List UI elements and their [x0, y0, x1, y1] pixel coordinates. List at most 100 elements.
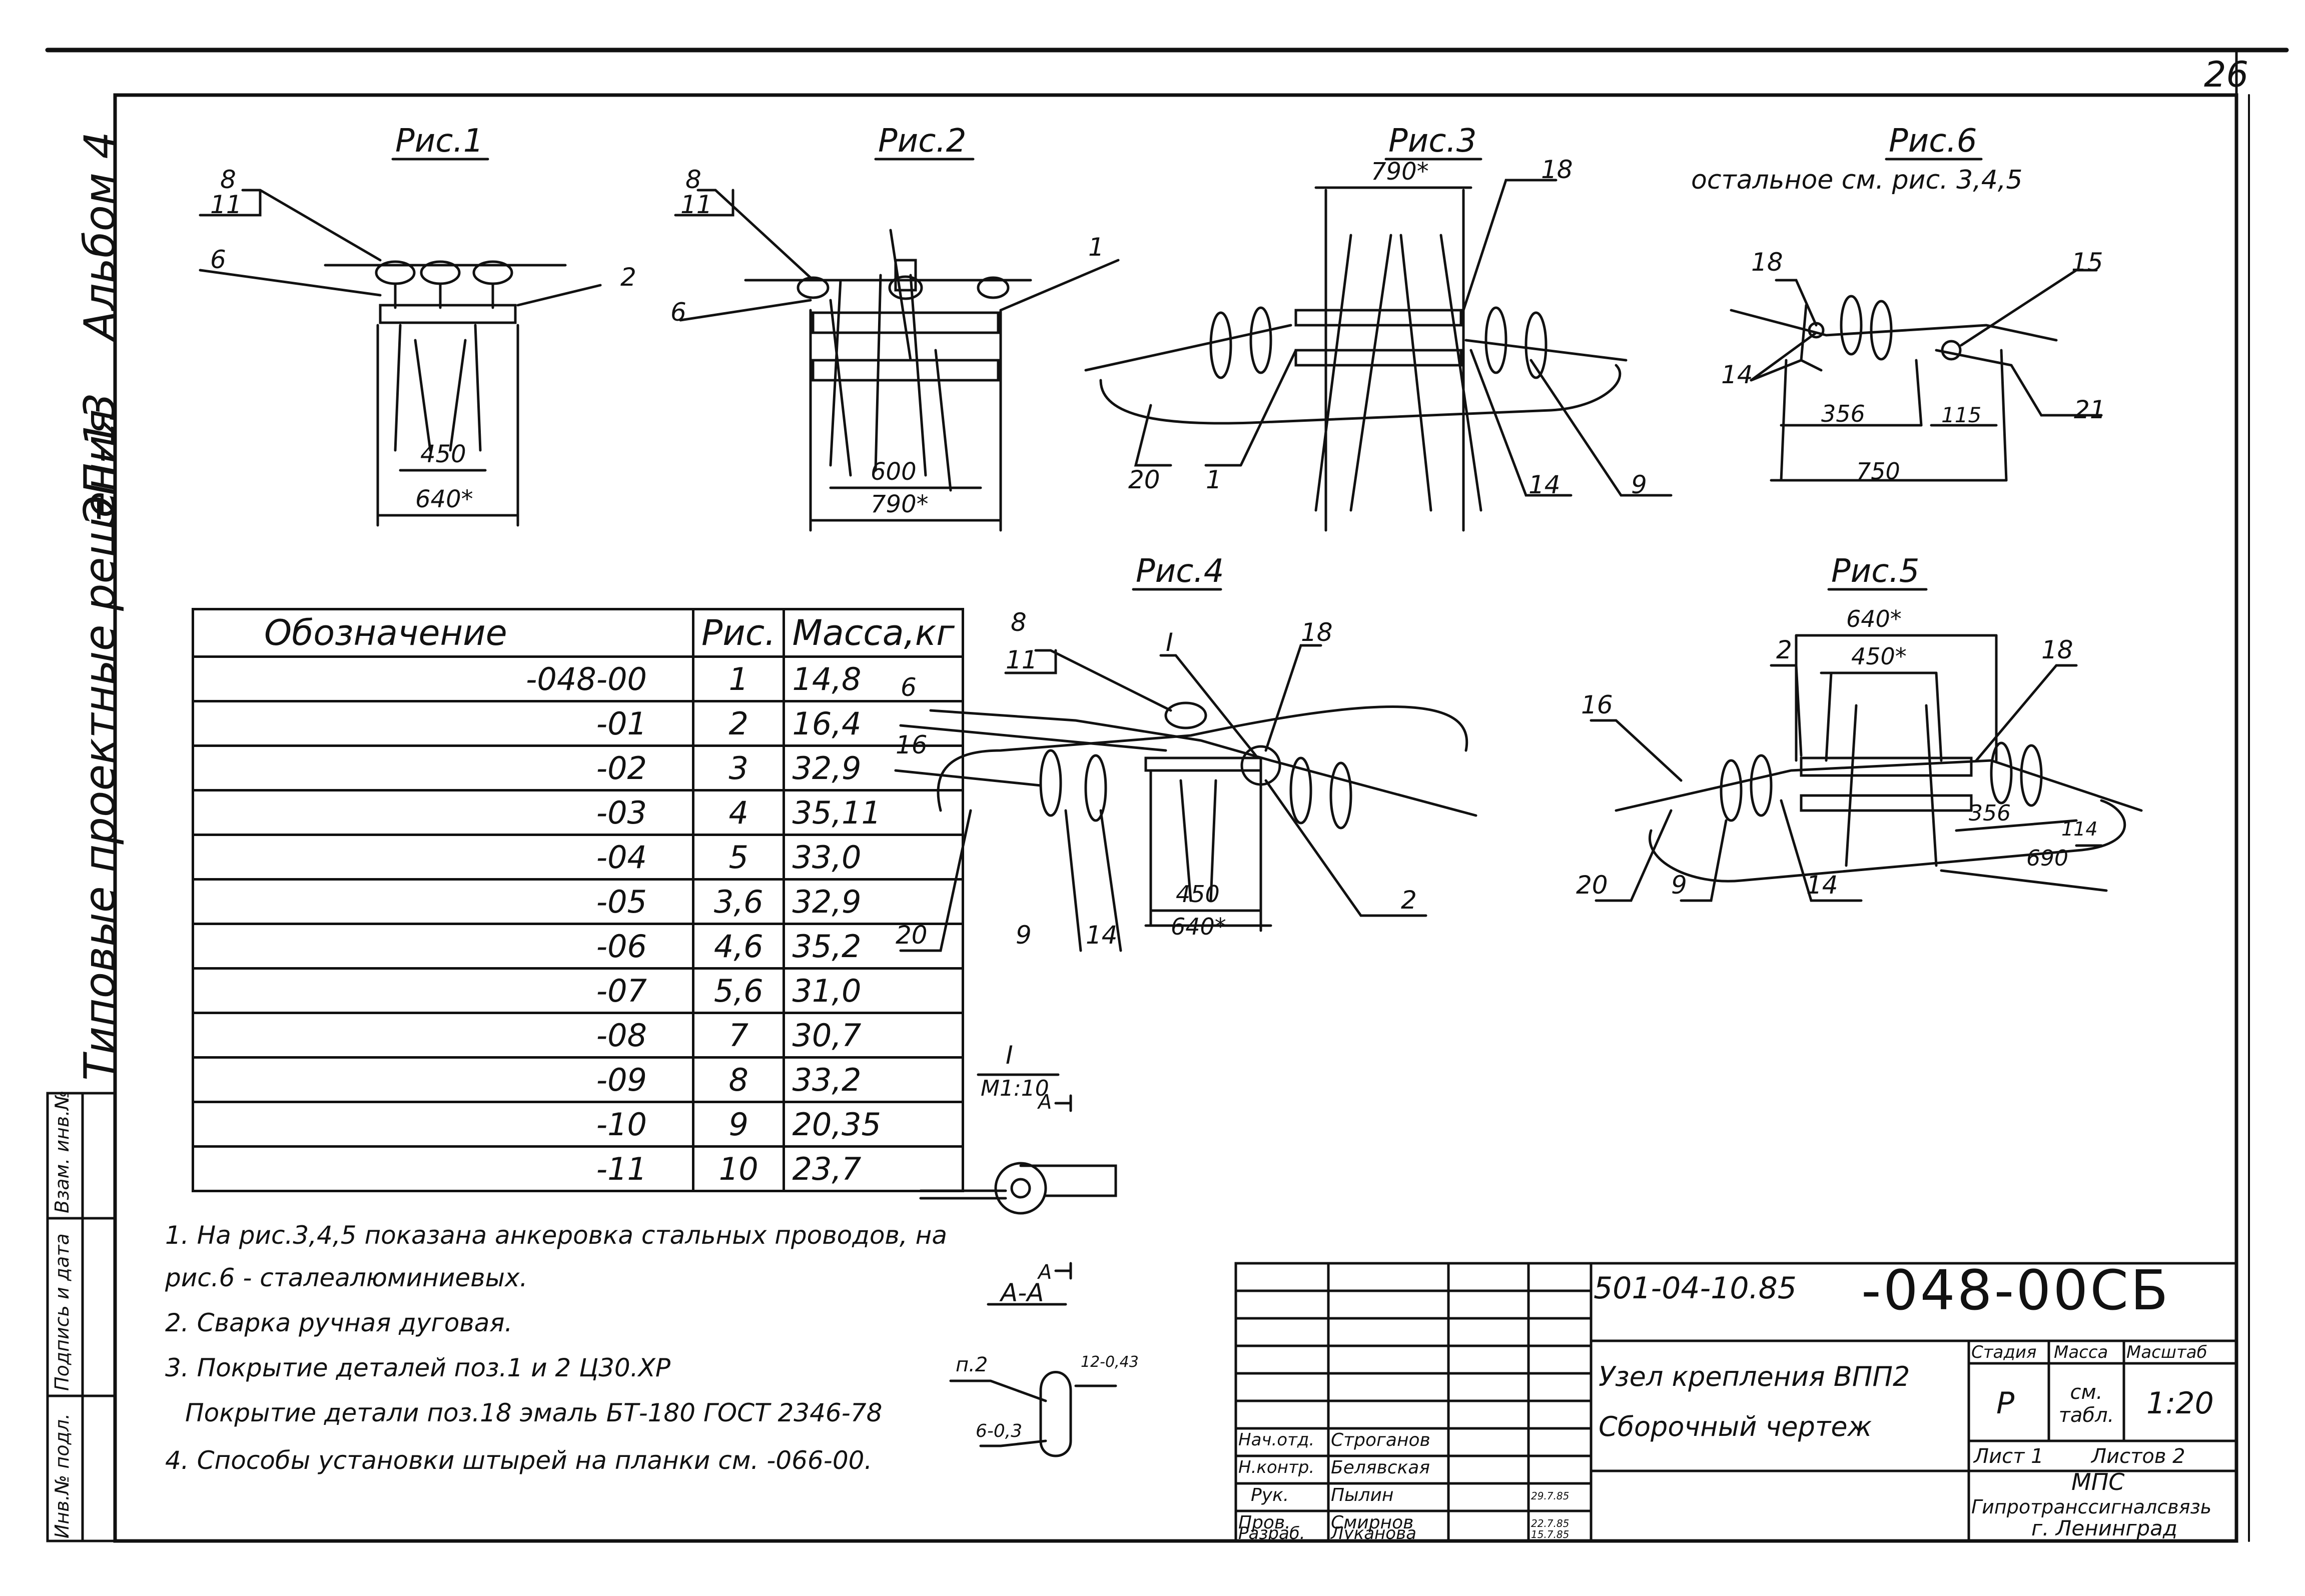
- side-stamp-signature: Подпись и дата: [51, 1233, 73, 1391]
- cell-fig: 7: [691, 1012, 786, 1059]
- cell-mass: 14,8: [783, 655, 964, 702]
- cell-fig: 2: [691, 700, 786, 747]
- fig6-label-18: 18: [1751, 248, 1783, 277]
- fig4-label-14: 14: [1086, 921, 1118, 950]
- fig2-label-8: 8: [685, 165, 701, 194]
- signer-date: 22.7.85: [1531, 1517, 1570, 1529]
- detail-scale: М1:10: [981, 1076, 1049, 1101]
- sheet-number: 26: [2204, 54, 2249, 95]
- cell-designation: -11: [192, 1145, 694, 1192]
- cell-fig: 4: [691, 789, 786, 836]
- fig3-label-9: 9: [1631, 470, 1647, 499]
- fig4-label-8: 8: [1011, 608, 1027, 637]
- scale-header: Масштаб: [2126, 1342, 2207, 1362]
- fig6-dim-356: 356: [1821, 400, 1865, 427]
- cell-designation: -09: [192, 1056, 694, 1103]
- fig5-label-14: 14: [1806, 871, 1838, 900]
- fig4-label-2: 2: [1401, 886, 1417, 915]
- org-city: г. Ленинград: [2031, 1516, 2177, 1540]
- cell-mass: 32,9: [783, 878, 964, 925]
- fig1-drawing: [199, 189, 602, 527]
- title-block-grid: [1234, 1262, 2238, 1542]
- fig2-drawing: [674, 189, 1120, 532]
- stage-header: Стадия: [1971, 1342, 2037, 1362]
- org-name: Гипротранссигналсвязь: [1971, 1496, 2212, 1518]
- cell-designation: -10: [192, 1101, 694, 1148]
- fig3-dim-790: 790*: [1371, 158, 1429, 186]
- fig5-label-16: 16: [1581, 690, 1613, 719]
- detail-label-p2: п.2: [956, 1353, 988, 1376]
- spec-header-row: Обозначение Рис. Масса,кг: [192, 608, 964, 658]
- mass-header: Масса: [2054, 1342, 2108, 1362]
- cell-designation: -08: [192, 1012, 694, 1059]
- fig2-title: Рис.2: [878, 123, 967, 160]
- signer-name: Белявская: [1331, 1457, 1430, 1478]
- fig5-dim-640: 640*: [1846, 605, 1902, 632]
- signer-name: Строганов: [1331, 1430, 1430, 1450]
- side-album: Альбом 4: [75, 131, 125, 340]
- fig4-label-I: I: [1166, 628, 1173, 657]
- fig4-dim-450: 450: [1176, 881, 1220, 908]
- cell-fig: 10: [691, 1145, 786, 1192]
- doc-code: 501-04-10.85: [1594, 1271, 1797, 1306]
- fig2-label-1: 1: [1088, 233, 1104, 262]
- cell-fig: 9: [691, 1101, 786, 1148]
- signer-name: Смирнов: [1331, 1512, 1414, 1533]
- note-4: 4. Способы установки штырей на планки см…: [165, 1446, 873, 1475]
- signer-role: Н.контр.: [1238, 1457, 1315, 1477]
- fig5-drawing: [1590, 634, 2143, 902]
- cell-mass: 35,11: [783, 789, 964, 836]
- detail-title: I: [1006, 1041, 1013, 1070]
- cell-fig: 1: [691, 655, 786, 702]
- cell-mass: 35,2: [783, 923, 964, 970]
- fig5-dim-690: 690: [2026, 846, 2068, 871]
- fig6-label-15: 15: [2071, 248, 2103, 277]
- side-series: ЭП-13: [75, 392, 125, 525]
- cell-designation: -04: [192, 834, 694, 881]
- scale-value: 1:20: [2146, 1386, 2214, 1421]
- detail-label-12: 12-0,43: [1081, 1353, 1139, 1371]
- fig1-title: Рис.1: [395, 123, 484, 160]
- fig2-label-11: 11: [680, 190, 712, 219]
- signer-name: Луканова: [1331, 1523, 1416, 1543]
- fig6-drawing: [1730, 269, 2103, 482]
- fig4-dim-640: 640*: [1171, 913, 1226, 940]
- signer-role: Рук.: [1251, 1485, 1289, 1505]
- signer-name: Пылин: [1331, 1485, 1394, 1505]
- fig6-dim-750: 750: [1856, 458, 1900, 485]
- note-1b: рис.6 - сталеалюминиевых.: [165, 1263, 528, 1292]
- signer-role: Пров.: [1238, 1512, 1291, 1533]
- fig4-label-9: 9: [1016, 921, 1032, 950]
- fig2-dim-790: 790*: [871, 490, 929, 518]
- fig5-title: Рис.5: [1831, 553, 1920, 590]
- fig5-label-18: 18: [2041, 635, 2073, 664]
- cell-mass: 20,35: [783, 1101, 964, 1148]
- fig6-label-14: 14: [1721, 360, 1753, 389]
- fig3-label-14: 14: [1528, 470, 1561, 499]
- org-ministry: МПС: [2071, 1468, 2125, 1495]
- spec-header-designation: Обозначение: [192, 608, 694, 658]
- fig1-label-8: 8: [220, 165, 236, 194]
- fig3-label-18: 18: [1541, 155, 1573, 184]
- signer-date: 15.7.85: [1531, 1528, 1570, 1540]
- inner-frame: [113, 93, 2238, 1543]
- spec-header-fig: Рис.: [691, 608, 786, 658]
- fig3-title: Рис.3: [1388, 123, 1477, 160]
- fig1-dim-640: 640*: [415, 485, 473, 513]
- cell-designation: -048-00: [192, 655, 694, 702]
- fig3-label-1: 1: [1206, 465, 1222, 494]
- cell-designation: -07: [192, 967, 694, 1014]
- sheet-label: Лист 1: [1974, 1445, 2044, 1468]
- signer-role: Разраб.: [1238, 1523, 1305, 1543]
- fig6-label-21: 21: [2074, 395, 2106, 424]
- fig5-dim-356: 356: [1969, 801, 2011, 826]
- cell-designation: -05: [192, 878, 694, 925]
